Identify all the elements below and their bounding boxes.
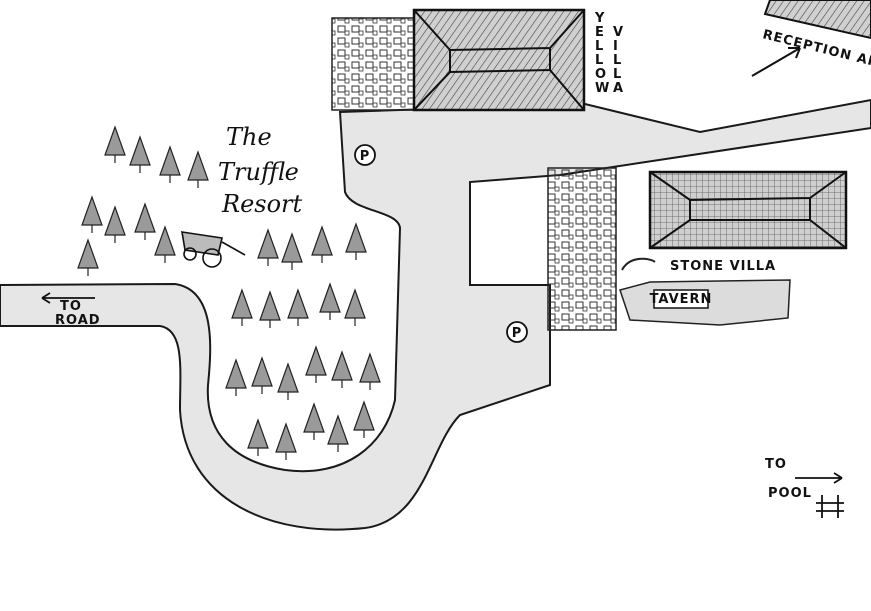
tree-icon — [104, 205, 126, 243]
tree-icon — [319, 282, 341, 320]
arrow-right-icon — [795, 472, 843, 484]
cart-icon — [181, 231, 246, 268]
to-pool-label-1: TO — [765, 457, 787, 472]
yellow-villa-letter: O — [595, 67, 607, 82]
yellow-villa-letter: E — [595, 25, 605, 40]
map-title-line2: Truffle — [218, 158, 299, 186]
parking-sign-2: P — [506, 321, 528, 343]
tree-icon — [275, 422, 297, 460]
tree-icon — [81, 195, 103, 233]
tree-icon — [154, 225, 176, 263]
tree-icon — [247, 418, 269, 456]
tree-icon — [134, 202, 156, 240]
yellow-villa-letter: A — [613, 81, 624, 96]
yellow-villa-letter: I — [613, 39, 619, 54]
stone-villa-label: STONE VILLA — [670, 259, 776, 274]
tavern-sign — [653, 289, 709, 309]
tree-icon — [104, 125, 126, 163]
tree-icon — [277, 362, 299, 400]
tree-icon — [331, 350, 353, 388]
reception-road-edge — [699, 99, 871, 133]
to-pool-sign[interactable]: TO POOL — [765, 457, 844, 518]
tree-icon — [259, 290, 281, 328]
map-title-line1: The — [226, 123, 272, 151]
yellow-villa-letter: W — [595, 81, 610, 96]
yellow-villa-letter: L — [613, 67, 622, 82]
to-road-label-1: TO — [60, 299, 82, 314]
stone-villa — [547, 167, 848, 331]
tree-icon — [287, 288, 309, 326]
tree-icon — [303, 402, 325, 440]
tree-icon — [257, 228, 279, 266]
to-road-label-2: ROAD — [55, 313, 101, 328]
parking-sign-1: P — [354, 144, 376, 166]
parking-label: P — [360, 149, 371, 164]
tree-icon — [359, 352, 381, 390]
map-title-line3: Resort — [221, 190, 303, 218]
tree-icon — [251, 356, 273, 394]
yellow-villa — [331, 8, 586, 112]
tree-icon — [225, 358, 247, 396]
yellow-villa-letter: L — [613, 53, 622, 68]
tavern-label: TAVERN — [650, 292, 713, 307]
tree-icon — [311, 225, 333, 263]
to-pool-label-2: POOL — [768, 486, 812, 501]
parking-label: P — [512, 326, 523, 341]
yellow-villa-letter: V — [613, 25, 624, 40]
tree-icon — [231, 288, 253, 326]
arrow-left-icon — [41, 292, 95, 304]
yellow-villa-letter: L — [595, 53, 604, 68]
tree-icon — [305, 345, 327, 383]
arrow-icon — [751, 47, 801, 77]
tree-icon — [187, 150, 209, 188]
yellow-villa-letter: L — [595, 39, 604, 54]
to-road-sign[interactable]: TO ROAD — [41, 292, 101, 328]
tree-icon — [281, 232, 303, 270]
tree-icon — [129, 135, 151, 173]
tree-icon — [159, 145, 181, 183]
pool-ladder-icon — [816, 495, 844, 518]
tree-icon — [345, 222, 367, 260]
forest — [77, 125, 381, 460]
tree-icon — [344, 288, 366, 326]
tree-icon — [77, 238, 99, 276]
tree-icon — [327, 414, 349, 452]
reception-building — [763, 0, 871, 40]
tree-icon — [353, 400, 375, 438]
yellow-villa-letter: Y — [594, 11, 605, 26]
